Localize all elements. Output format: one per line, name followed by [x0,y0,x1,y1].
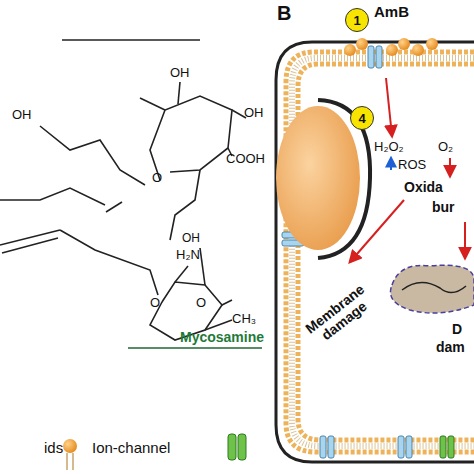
drug-label: AmB [374,4,409,21]
atom-label: OH [182,232,200,245]
group-label: H₂N [176,248,200,262]
ion-channel-icon [228,434,246,460]
effect-label: D [452,322,462,337]
effect-label: bur [432,200,455,215]
species-label: O₂ [438,140,453,154]
group-label: CH₃ [232,312,256,326]
species-label: H₂O₂ [374,140,404,154]
atom-label: OH [170,66,190,80]
group-label: COOH [226,152,265,166]
moiety-name: Mycosamine [180,330,264,345]
atom-label: O [150,296,160,310]
callout-number: 4 [350,106,374,130]
atom-label: OH [244,106,264,120]
effect-label: Oxida [404,180,443,195]
legend-text: Ion-channel [92,440,170,457]
callout-text: 1 [353,13,360,28]
lipid-icon [63,439,77,470]
atom-label: O [152,171,162,185]
callout-text: 4 [358,111,365,126]
callout-number: 1 [345,8,369,32]
panel-letter: B [277,2,291,24]
species-label: ROS [398,158,426,172]
effect-label: dam [436,340,465,355]
atom-label: O [196,296,206,310]
atom-label: OH [12,108,32,122]
legend-text: ids [44,440,63,457]
